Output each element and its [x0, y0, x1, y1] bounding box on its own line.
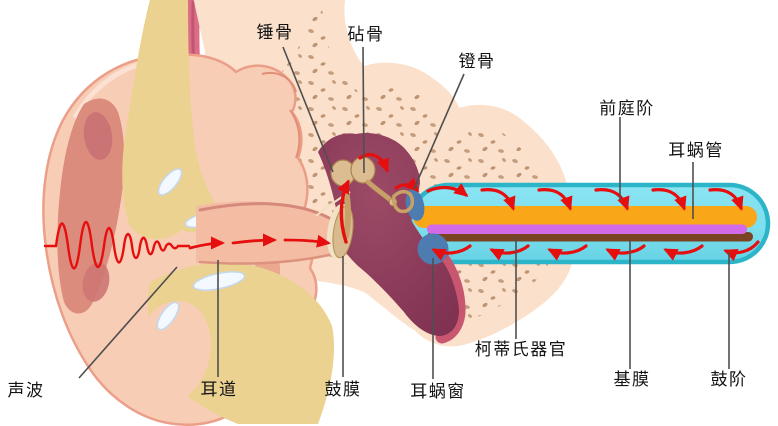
organ-of-corti-band: [427, 224, 747, 234]
outer-ear: [42, 0, 335, 426]
leader-stapes: [413, 73, 465, 190]
label-basilar-membrane: 基膜: [613, 370, 651, 389]
label-scala-vestibuli: 前庭阶: [599, 99, 655, 118]
label-incus: 砧骨: [347, 25, 385, 44]
label-cochlear-duct: 耳蜗管: [668, 141, 724, 160]
sound-wave-squiggle: [43, 221, 191, 270]
leader-lines: [78, 46, 730, 379]
incus-body: [350, 156, 376, 184]
malleus-handle: [342, 183, 352, 239]
leader-incus: [362, 46, 365, 174]
leader-malleus: [282, 46, 334, 173]
label-malleus: 锤骨: [256, 23, 294, 42]
sound-path-arrows: [43, 153, 760, 270]
label-eardrum: 鼓膜: [324, 380, 362, 399]
label-stapes: 镫骨: [458, 52, 496, 71]
cochlear-duct-band: [413, 206, 757, 228]
label-cochlear-window: 耳蜗窗: [410, 382, 466, 401]
leader-sound-wave: [78, 266, 178, 379]
label-scala-tympani: 鼓阶: [710, 370, 748, 389]
basilar-membrane-band: [427, 232, 753, 242]
middle-ear-cavity: [318, 133, 466, 344]
label-ear-canal: 耳道: [200, 380, 238, 399]
cavity-pink-rim: [431, 245, 466, 344]
label-sound-wave: 声波: [7, 381, 45, 400]
upper-cartilage: [122, 0, 226, 240]
label-organ-of-corti: 柯蒂氏器官: [474, 340, 568, 359]
